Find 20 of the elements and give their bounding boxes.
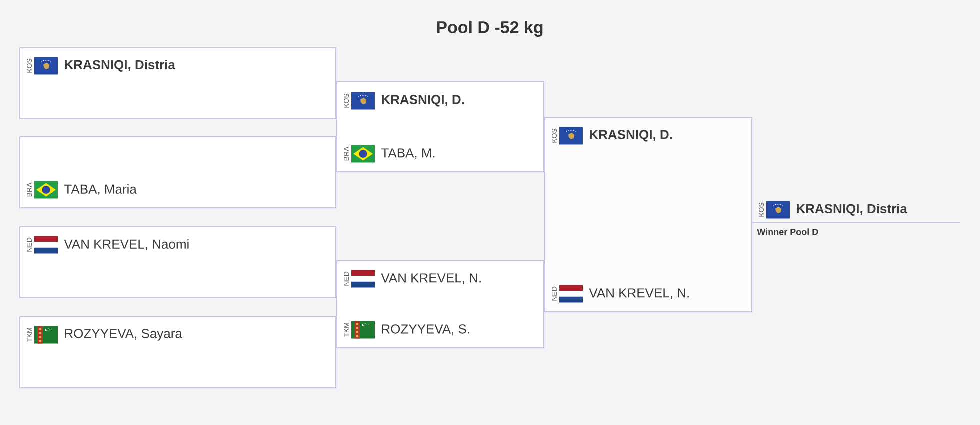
athlete-name: KRASNIQI, D. — [382, 95, 464, 107]
athlete-name: VAN KREVEL, N. — [381, 274, 481, 284]
match-box — [20, 316, 336, 388]
match-box — [336, 82, 544, 172]
athlete-name: VAN KREVEL, Naomi — [64, 239, 189, 251]
athlete-name: VAN KREVEL, N. — [589, 288, 689, 300]
match-box — [20, 136, 336, 208]
match-box — [20, 48, 336, 120]
athlete-name: TABA, M. — [382, 148, 435, 160]
athlete-name: KRASNIQI, Distria — [65, 60, 176, 72]
slot-label: Winner Pool D — [757, 228, 818, 236]
match-box — [544, 118, 752, 312]
athlete-name: TABA, Maria — [64, 184, 137, 196]
athlete-name: ROZYYEVA, S. — [382, 324, 470, 336]
match-box — [20, 226, 336, 298]
title: Pool D -52 kg — [437, 21, 543, 37]
athlete-name: KRASNIQI, Distria — [797, 204, 908, 216]
athlete-name: ROZYYEVA, Sayara — [65, 329, 182, 341]
match-box — [336, 260, 544, 348]
athlete-name: KRASNIQI, D. — [590, 130, 672, 142]
